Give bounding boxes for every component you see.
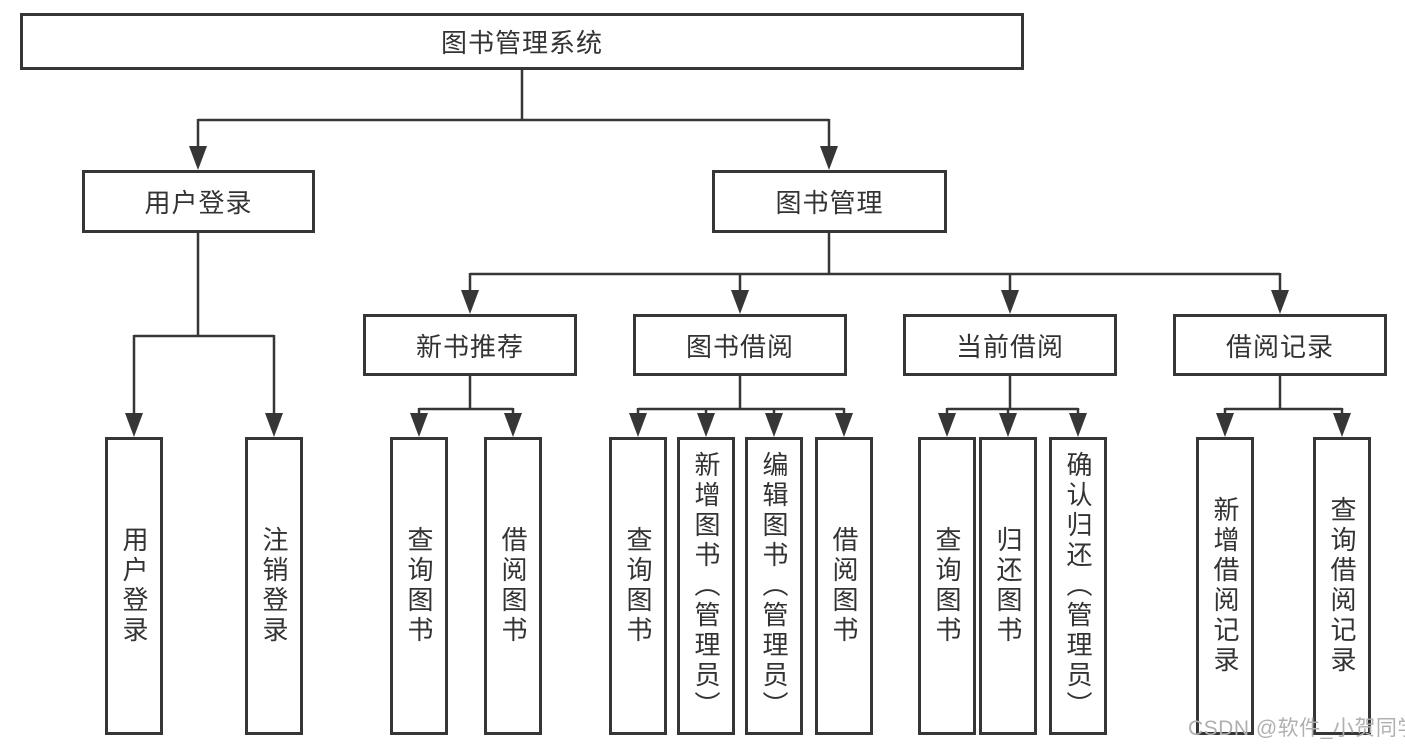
arrow-down-icon [1271, 290, 1289, 314]
connector-book-borrow-to-leaves [629, 376, 853, 437]
leaf-borrow-books: 借阅图书 [815, 437, 873, 735]
leaf-user-login: 用户登录 [105, 437, 163, 735]
node-new-book-recommend: 新书推荐 [363, 314, 577, 376]
arrow-down-icon [1216, 413, 1234, 437]
leaf-label: 查询图书 [404, 526, 434, 646]
connector-book-management-to-level3 [461, 233, 1289, 314]
arrow-down-icon [1001, 290, 1019, 314]
node-user-login: 用户登录 [82, 170, 315, 233]
leaf-query-borrow-record: 查询借阅记录 [1313, 437, 1371, 735]
leaf-label: 用户登录 [119, 526, 149, 646]
arrow-down-icon [1333, 413, 1351, 437]
leaf-add-borrow-record: 新增借阅记录 [1196, 437, 1254, 735]
connector-new-book-recommend-to-leaves [410, 376, 522, 437]
csdn-watermark: CSDN @软件_小贺同学 [1188, 717, 1405, 740]
arrow-down-icon [189, 146, 207, 170]
leaf-label: 借阅图书 [498, 526, 528, 646]
leaf-label: 新增借阅记录 [1210, 496, 1240, 676]
connector-current-borrow-to-leaves [938, 376, 1087, 437]
arrow-down-icon [504, 413, 522, 437]
leaf-query-books-current: 查询图书 [918, 437, 976, 735]
arrow-down-icon [461, 290, 479, 314]
node-borrow-records: 借阅记录 [1173, 314, 1387, 376]
connector-borrow-records-to-leaves [1216, 376, 1351, 437]
leaf-label: 编辑图书（管理员） [759, 451, 789, 721]
node-book-management: 图书管理 [712, 170, 947, 233]
arrow-down-icon [835, 413, 853, 437]
node-current-borrow: 当前借阅 [903, 314, 1117, 376]
leaf-return-book: 归还图书 [979, 437, 1037, 735]
leaf-query-books-borrow: 查询图书 [609, 437, 667, 735]
arrow-down-icon [1069, 413, 1087, 437]
leaf-query-books-recommend: 查询图书 [390, 437, 448, 735]
leaf-label: 确认归还（管理员） [1063, 451, 1093, 721]
arrow-down-icon [765, 413, 783, 437]
leaf-logout: 注销登录 [245, 437, 303, 735]
arrow-down-icon [125, 413, 143, 437]
arrow-down-icon [410, 413, 428, 437]
leaf-edit-book-admin: 编辑图书（管理员） [745, 437, 803, 735]
node-root-system: 图书管理系统 [20, 13, 1024, 70]
leaf-label: 查询图书 [623, 526, 653, 646]
leaf-label: 查询图书 [932, 526, 962, 646]
leaf-add-book-admin: 新增图书（管理员） [677, 437, 735, 735]
arrow-down-icon [999, 413, 1017, 437]
arrow-down-icon [697, 413, 715, 437]
connector-user-login-to-leaves [125, 233, 283, 437]
arrow-down-icon [938, 413, 956, 437]
arrow-down-icon [629, 413, 647, 437]
leaf-borrow-books-recommend: 借阅图书 [484, 437, 542, 735]
arrow-down-icon [265, 413, 283, 437]
leaf-label: 新增图书（管理员） [691, 451, 721, 721]
leaf-label: 借阅图书 [829, 526, 859, 646]
arrow-down-icon [731, 290, 749, 314]
arrow-down-icon [820, 146, 838, 170]
connector-root-to-level2 [189, 70, 838, 170]
leaf-label: 归还图书 [993, 526, 1023, 646]
node-book-borrow: 图书借阅 [633, 314, 847, 376]
leaf-label: 查询借阅记录 [1327, 496, 1357, 676]
leaf-confirm-return-admin: 确认归还（管理员） [1049, 437, 1107, 735]
leaf-label: 注销登录 [259, 526, 289, 646]
